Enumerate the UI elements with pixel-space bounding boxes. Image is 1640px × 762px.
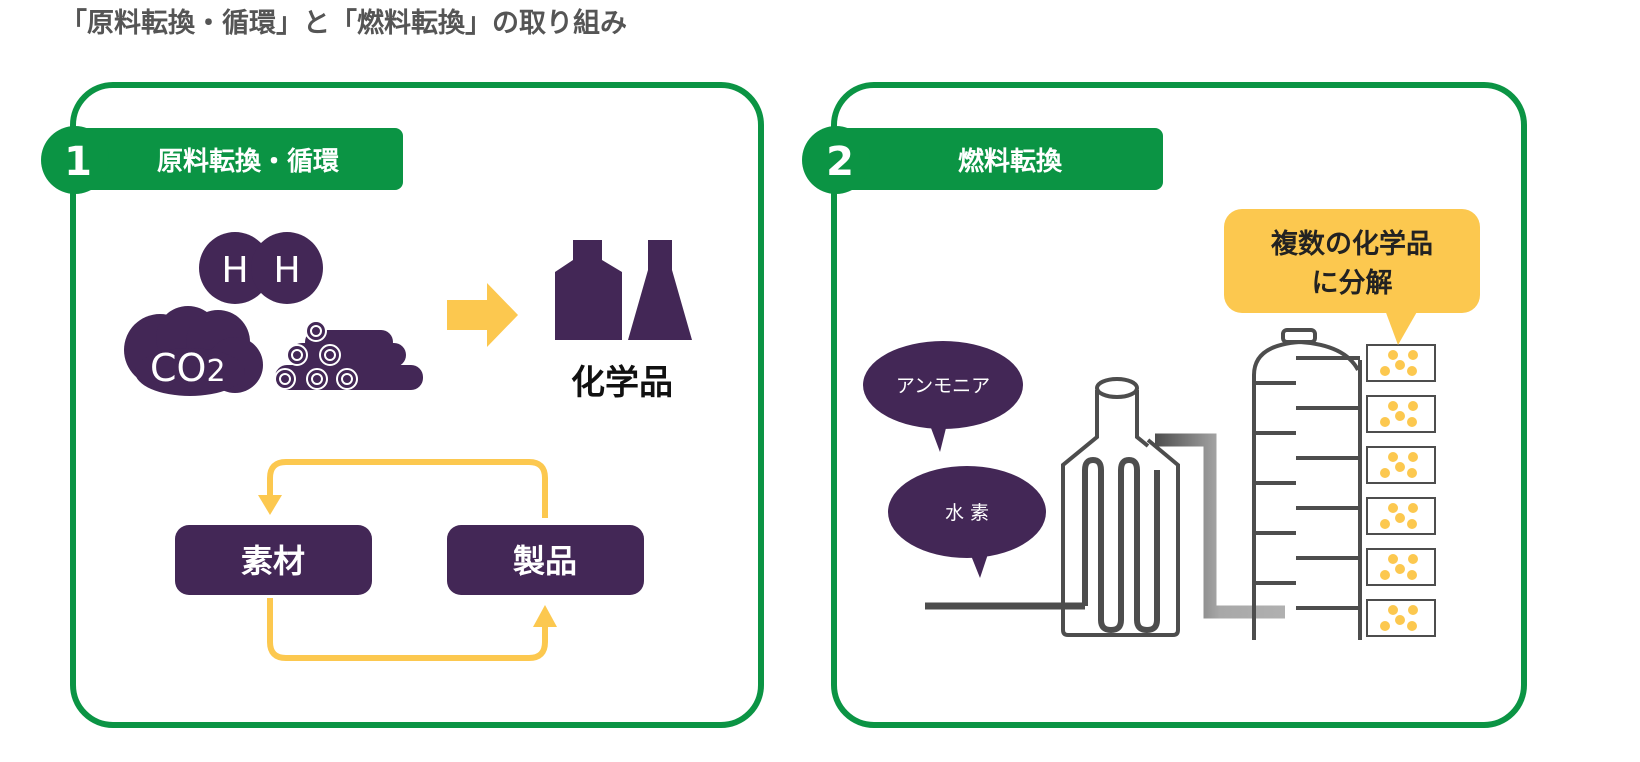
chemical-dot: [1407, 570, 1417, 580]
output-box: [1366, 497, 1436, 535]
chemical-dot: [1388, 503, 1398, 513]
ammonia-label: アンモニア: [896, 375, 990, 397]
number-badge: [41, 126, 109, 194]
panel-label: 原料転換・循環: [157, 147, 340, 177]
panel-number: 1: [64, 139, 92, 185]
chemical-dot: [1380, 417, 1390, 427]
panel-border: [70, 82, 764, 728]
chemical-dot: [1380, 570, 1390, 580]
arrow-right-icon: [447, 283, 518, 347]
panel-label: 燃料転換: [958, 147, 1063, 177]
chemical-dot: [1407, 621, 1417, 631]
callout-line-1: 複数の化学品: [1271, 228, 1433, 260]
hydrogen-label: 水 素: [945, 502, 989, 524]
arrow-up-icon: [533, 605, 557, 627]
co2-cloud-icon: CO2: [124, 306, 263, 396]
chemical-dot: [1380, 366, 1390, 376]
chemical-dot: [1408, 452, 1418, 462]
chemical-dot: [1407, 468, 1417, 478]
chemical-dot: [1395, 513, 1405, 523]
chemical-dot: [1380, 621, 1390, 631]
output-box: [1366, 446, 1436, 484]
panel-border: [831, 82, 1527, 728]
hydrogen-bubble: 水 素: [888, 466, 1046, 578]
chemical-dot: [1408, 605, 1418, 615]
chemical-dot: [1388, 401, 1398, 411]
chemical-dot: [1408, 401, 1418, 411]
ammonia-bubble: アンモニア: [863, 341, 1023, 452]
chemical-dot: [1388, 350, 1398, 360]
chemical-dot: [1380, 519, 1390, 529]
output-box: [1366, 344, 1436, 382]
chemical-dot: [1395, 411, 1405, 421]
logs-icon: [274, 320, 423, 390]
output-box: [1366, 548, 1436, 586]
chemical-dot: [1407, 366, 1417, 376]
chemical-dot: [1408, 350, 1418, 360]
callout: 複数の化学品 に分解: [1224, 209, 1480, 345]
panel-tab: [835, 128, 1163, 190]
output-box: [1366, 395, 1436, 433]
goods-label: 製品: [513, 542, 577, 580]
hydrogen-molecule-icon: H H: [199, 232, 323, 304]
chemical-dot: [1407, 417, 1417, 427]
reactor-icon: [925, 377, 1180, 637]
chemical-dot: [1380, 468, 1390, 478]
chemical-dot: [1395, 462, 1405, 472]
h-atom-label: H: [221, 250, 248, 291]
chemical-bottles-icon: [555, 240, 692, 340]
product-outputs: [1366, 344, 1436, 637]
chemical-dot: [1388, 605, 1398, 615]
chemical-dot: [1408, 554, 1418, 564]
chemical-dot: [1395, 360, 1405, 370]
panel-number: 2: [826, 139, 854, 185]
page-title: 「原料転換・循環」と「燃料転換」の取り組み: [60, 7, 627, 39]
product-label: 化学品: [571, 363, 673, 403]
panel-fuel-conversion: 2 燃料転換 アンモニア 水 素: [802, 82, 1527, 728]
h-atom-label: H: [273, 250, 300, 291]
arrow-down-icon: [258, 495, 282, 515]
goods-box: [447, 525, 644, 595]
material-label: 素材: [241, 542, 305, 580]
output-box: [1366, 599, 1436, 637]
co2-label: CO2: [150, 346, 226, 390]
transfer-pipe: [1155, 433, 1285, 619]
chemical-dot: [1388, 452, 1398, 462]
panel-tab: [73, 128, 403, 190]
number-badge: [802, 126, 870, 194]
chemical-dot: [1388, 554, 1398, 564]
chemical-dot: [1395, 564, 1405, 574]
distillation-column-icon: [1252, 328, 1362, 640]
callout-line-2: に分解: [1312, 268, 1393, 299]
chemical-dot: [1407, 519, 1417, 529]
chemical-dot: [1395, 615, 1405, 625]
material-box: [175, 525, 372, 595]
panel-raw-material: 1 原料転換・循環 H H CO2: [41, 82, 764, 728]
chemical-dot: [1408, 503, 1418, 513]
recycle-loop: [267, 459, 548, 661]
